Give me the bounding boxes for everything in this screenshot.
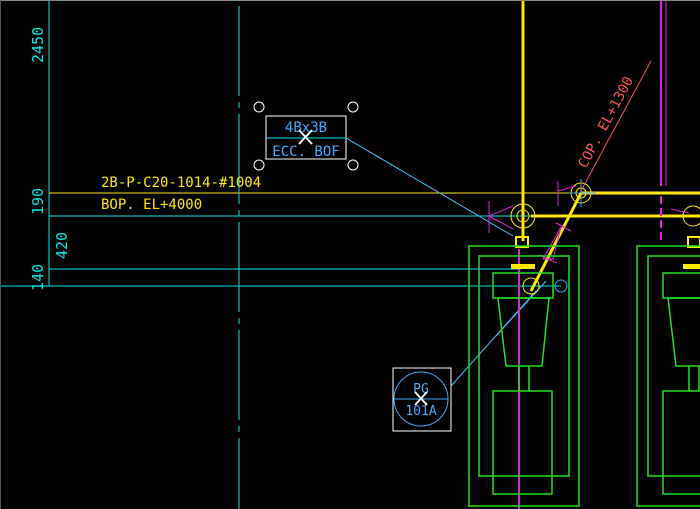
line-number-label[interactable]: 2B-P-C20-1014-#1004 [101,175,261,191]
instrument-type: PG [413,382,429,397]
reducer-type: ECC. BOF [272,144,339,160]
grip-handle[interactable] [347,101,359,113]
branch-elevation-label[interactable]: COP. EL+1300 [575,74,637,171]
elbow-symbol [488,179,700,233]
selection-cross-icon [298,129,313,145]
selection-cross-icon [414,391,428,406]
instrument-connection [554,279,568,293]
dimension-2450: 2450 [29,27,47,63]
flange [683,264,700,269]
branch-pipe [529,192,583,292]
instrument-number: 101A [405,404,436,419]
leader-line [345,137,514,237]
flange [511,264,535,269]
reducer-size: 4Bx3B [285,120,327,136]
pump-equipment[interactable] [636,245,700,507]
reducer-tag[interactable]: 4Bx3B ECC. BOF [253,101,359,171]
pump-equipment[interactable] [468,245,580,507]
grip-handle[interactable] [347,159,359,171]
instrument-connection [522,277,540,295]
dimension-140: 140 [29,264,47,291]
dimension-190: 190 [29,188,47,215]
elevation-label[interactable]: BOP. EL+4000 [101,197,202,213]
leader-line [450,290,537,387]
dimension-420: 420 [53,232,71,259]
grip-handle[interactable] [253,101,265,113]
grip-handle[interactable] [253,159,265,171]
instrument-tag[interactable]: PG 101A [392,367,452,432]
valve [687,236,700,248]
valve [515,236,529,248]
branch-leader [580,60,652,192]
